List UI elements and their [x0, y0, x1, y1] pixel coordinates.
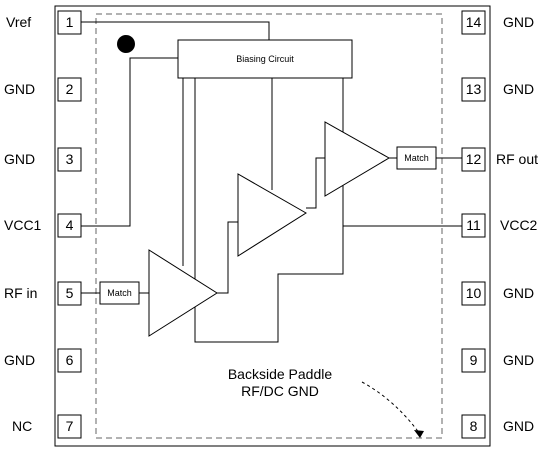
amplifier-stage-3 [324, 121, 390, 197]
pin-box [57, 414, 82, 439]
pin-box [57, 147, 82, 172]
right-pin-13: 13 GND [461, 77, 534, 102]
output-match-block: Match [396, 146, 437, 170]
pin1-indicator-dot [117, 35, 135, 53]
pin-label: RF in [4, 285, 37, 301]
pin-box [461, 414, 486, 439]
pin-number: 1 [66, 14, 74, 30]
backside-paddle-sublabel: RF/DC GND [241, 383, 319, 399]
pin-box [461, 281, 486, 306]
pin-label: GND [4, 352, 35, 368]
pin-label: GND [503, 14, 534, 30]
input-match-label: Match [107, 288, 132, 298]
pin-label: Vref [6, 14, 31, 30]
left-pin-7: NC 7 [12, 414, 82, 439]
pin-label: VCC1 [4, 217, 42, 233]
pin-box [461, 348, 486, 373]
output-match-label: Match [404, 153, 429, 163]
package-outline [54, 5, 491, 447]
left-pin-6: GND 6 [4, 348, 82, 373]
left-pin-4: VCC1 4 [4, 213, 82, 238]
biasing-circuit-label: Biasing Circuit [236, 54, 294, 64]
pin-number: 4 [66, 217, 74, 233]
left-pin-3: GND 3 [4, 147, 82, 172]
pin-box [57, 77, 82, 102]
paddle-pointer-arrow [361, 381, 421, 435]
pin-label: VCC2 [500, 217, 538, 233]
amplifier-stage-2 [237, 173, 307, 257]
pin-label: RF out [496, 151, 538, 167]
pin-number: 9 [470, 352, 478, 368]
pin-number: 6 [66, 352, 74, 368]
pin-number: 10 [466, 285, 482, 301]
pin-box [461, 147, 486, 172]
amplifier-stage-1 [148, 249, 218, 337]
backside-paddle-outline [95, 13, 443, 439]
pin-number: 2 [66, 81, 74, 97]
pin-number: 8 [470, 418, 478, 434]
pin-box [57, 348, 82, 373]
left-pin-1: Vref 1 [6, 10, 82, 35]
pin-label: NC [12, 418, 32, 434]
biasing-circuit-block: Biasing Circuit [177, 39, 353, 79]
pin-label: GND [503, 418, 534, 434]
pin-number: 5 [66, 285, 74, 301]
right-pin-14: 14 GND [461, 10, 534, 35]
pin-label: GND [503, 352, 534, 368]
right-pin-9: 9 GND [461, 348, 534, 373]
right-pin-11: 11 VCC2 [461, 213, 538, 238]
right-pin-8: 8 GND [461, 414, 534, 439]
pin-number: 12 [466, 151, 482, 167]
backside-paddle-label: Backside Paddle [228, 366, 333, 382]
input-match-block: Match [99, 281, 140, 305]
left-pin-5: RF in 5 [4, 281, 82, 306]
pin-label: GND [4, 81, 35, 97]
right-pin-12: 12 RF out [461, 147, 538, 172]
pin-number: 7 [66, 418, 74, 434]
left-pin-2: GND 2 [4, 77, 82, 102]
pin-number: 13 [466, 81, 482, 97]
pin-number: 14 [466, 14, 482, 30]
right-pin-10: 10 GND [461, 281, 534, 306]
pin-number: 3 [66, 151, 74, 167]
pin-label: GND [4, 151, 35, 167]
arrowhead-icon [414, 430, 424, 438]
pin-label: GND [503, 81, 534, 97]
pin-label: GND [503, 285, 534, 301]
pin-box [461, 77, 486, 102]
pin-number: 11 [466, 217, 481, 233]
pin-box [461, 10, 486, 35]
